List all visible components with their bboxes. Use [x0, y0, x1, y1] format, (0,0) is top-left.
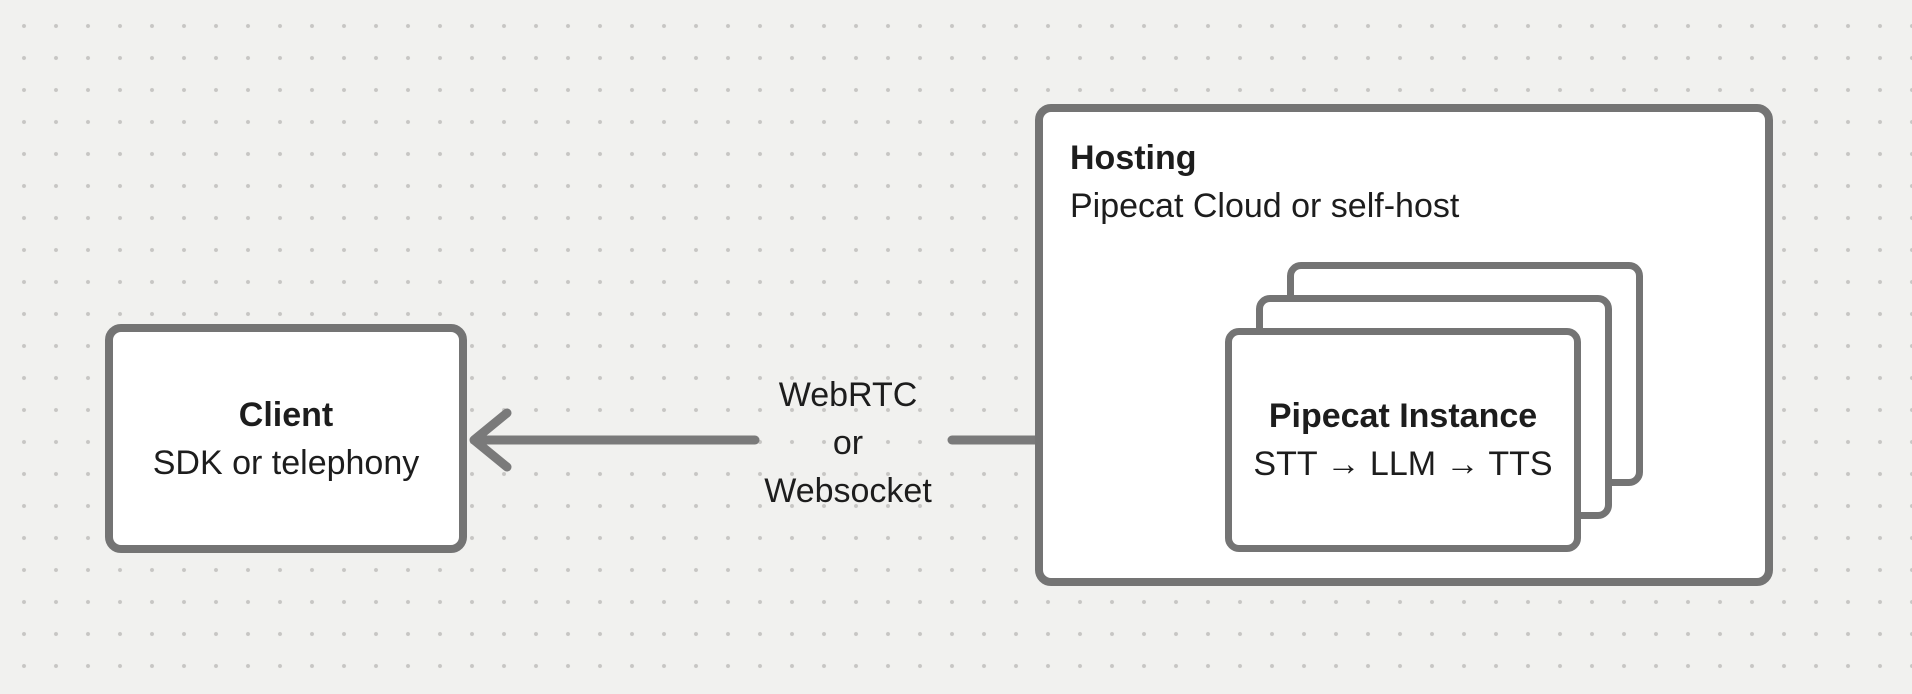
connection-label: WebRTC or Websocket — [698, 371, 998, 515]
hosting-subtitle: Pipecat Cloud or self-host — [1070, 187, 1460, 225]
instance-card: Pipecat Instance STT → LLM → TTS — [1225, 328, 1581, 552]
hosting-title: Hosting — [1070, 139, 1197, 177]
connection-label-line2: or — [832, 424, 864, 462]
client-box: Client SDK or telephony — [105, 324, 467, 553]
client-title: Client — [238, 395, 334, 434]
client-subtitle: SDK or telephony — [152, 443, 420, 482]
instance-subtitle: STT → LLM → TTS — [1253, 445, 1553, 483]
hosting-header: Hosting Pipecat Cloud or self-host — [1070, 134, 1459, 230]
connection-label-line1: WebRTC — [778, 376, 918, 414]
instance-title: Pipecat Instance — [1268, 397, 1538, 435]
arrow-left-icon — [469, 408, 760, 472]
connection-label-line3: Websocket — [764, 472, 932, 510]
